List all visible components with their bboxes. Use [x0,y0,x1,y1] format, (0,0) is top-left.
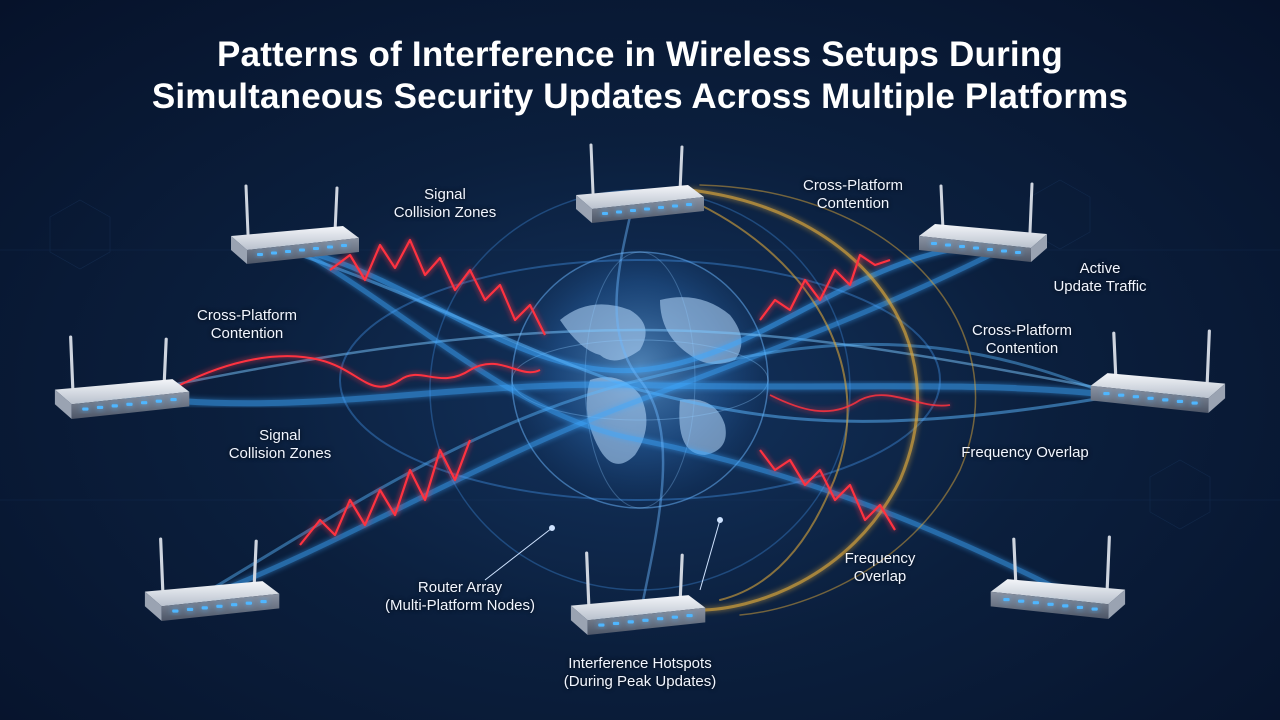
label-frequency-overlap-right: Frequency Overlap [961,444,1089,461]
router-icon [231,186,359,264]
router-icon [919,184,1047,262]
router-icon [571,553,705,635]
callout-lines [484,517,723,591]
title-line-1: Patterns of Interference in Wireless Set… [216,35,1063,74]
label-router-array: Router Array (Multi-Platform Nodes) [384,579,536,614]
title-line-2: Simultaneous Security Updates Across Mul… [151,77,1129,116]
label-signal-collision-top: Signal Collision Zones [393,186,497,221]
interference-spikes [179,238,951,546]
label-active-update-traffic: Active Update Traffic [1053,260,1147,295]
router-icon [55,337,189,419]
router-icon [1091,331,1225,413]
page-title: Patterns of Interference in Wireless Set… [0,34,1280,118]
wave-bands [117,189,1122,617]
label-cross-platform-right: Cross-Platform Contention [971,322,1072,357]
label-interference-hotspots: Interference Hotspots (During Peak Updat… [563,655,717,690]
label-cross-platform-left: Cross-Platform Contention [196,307,297,342]
frequency-overlap-arcs [688,184,977,616]
label-frequency-overlap-bottom: Frequency Overlap [844,550,916,585]
router-icon [576,145,704,223]
router-icon [145,539,279,621]
label-signal-collision-left: Signal Collision Zones [228,427,332,462]
router-icon [991,537,1125,619]
label-cross-platform-top: Cross-Platform Contention [802,177,903,212]
